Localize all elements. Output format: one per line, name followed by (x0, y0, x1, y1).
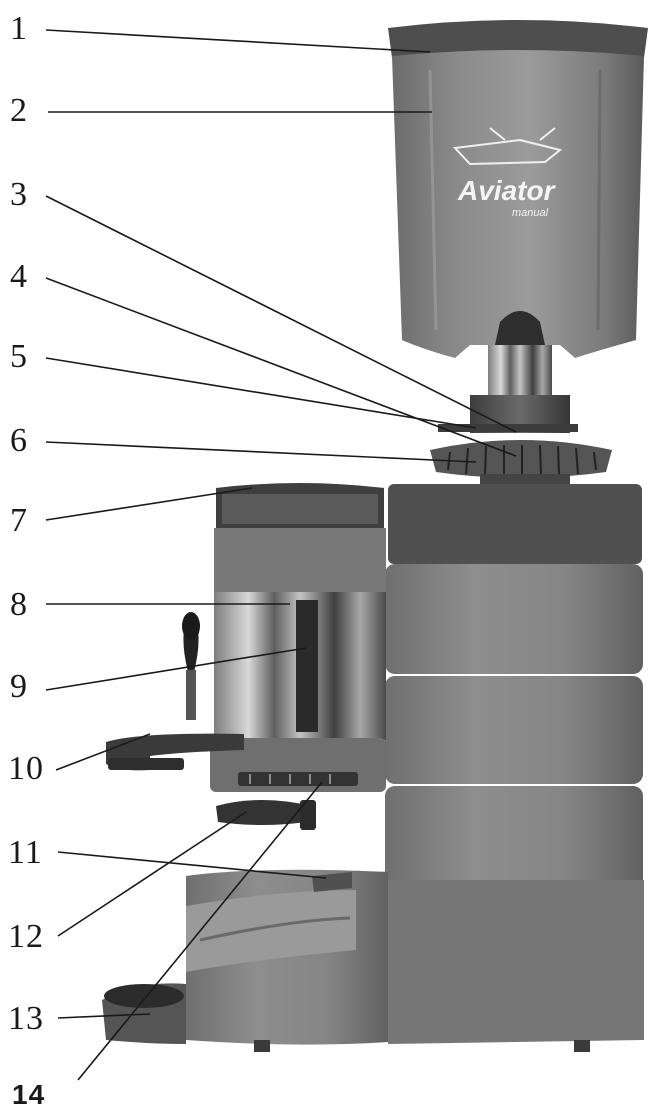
callout-2: 2 (10, 92, 28, 129)
leader-line-12 (57, 811, 247, 937)
callout-9: 9 (10, 668, 28, 705)
leader-lines (45, 29, 517, 1081)
doser-dial (238, 772, 358, 786)
motor-body-top (388, 484, 642, 564)
portafilter-fork (216, 800, 312, 825)
callout-11: 11 (8, 834, 43, 871)
hopper-lid (388, 20, 648, 58)
leader-line-7 (45, 487, 253, 521)
callout-5: 5 (10, 338, 28, 375)
callout-7: 7 (10, 502, 28, 539)
leader-line-6 (45, 441, 477, 463)
brand-subtitle: manual (512, 207, 549, 219)
brand-logo: Aviator manual (452, 127, 563, 219)
doser-band (214, 528, 386, 592)
motor-body-ring-2 (385, 676, 643, 784)
callout-6: 6 (10, 422, 28, 459)
hopper-throat (488, 345, 552, 395)
callout-4: 4 (10, 258, 28, 295)
brand-name: Aviator (457, 175, 557, 206)
leader-line-4 (45, 277, 517, 457)
motor-body-ring-3 (385, 786, 643, 896)
leader-line-3 (45, 195, 517, 433)
callout-13: 13 (8, 1000, 44, 1037)
leader-line-13 (57, 1013, 151, 1019)
callout-12: 12 (8, 918, 44, 955)
callout-14: 14 (12, 1079, 46, 1110)
callout-1: 1 (10, 10, 28, 47)
leader-line-11 (57, 851, 327, 879)
callout-8: 8 (10, 586, 28, 623)
callout-10: 10 (8, 750, 44, 787)
callout-3: 3 (10, 176, 28, 213)
motor-body-ring-1 (385, 564, 643, 674)
hopper (392, 50, 644, 358)
drip-tray (186, 890, 356, 972)
lever-mount (108, 758, 184, 770)
leader-line-1 (45, 29, 431, 53)
leader-line-10 (55, 733, 151, 771)
leader-line-5 (45, 357, 477, 429)
leader-line-9 (45, 647, 307, 691)
leader-line-14 (77, 781, 323, 1081)
